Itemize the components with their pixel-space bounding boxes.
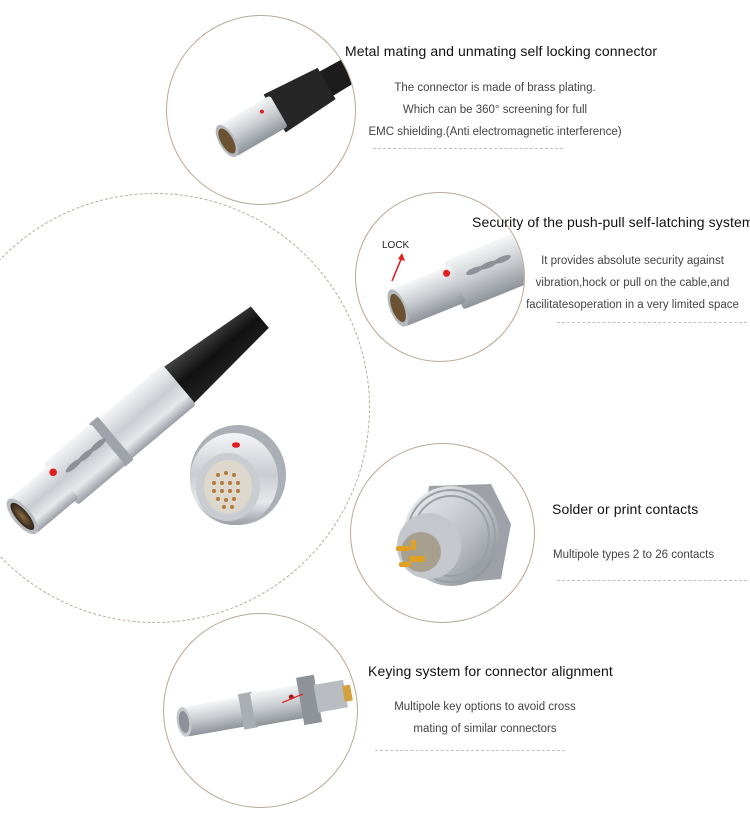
feature-1-divider [373,148,563,149]
feature-2-image-circle: LOCK [355,192,525,362]
feature-3-description: Multipole types 2 to 26 contacts [553,544,714,566]
feature-2-desc-line-2: vibration,hock or pull on the cable,and [535,277,730,289]
cable-plug-icon [215,30,355,158]
push-pull-plug-icon [387,221,524,327]
feature-2-title: Security of the push-pull self-latching … [472,214,750,230]
feature-2-desc-line-3: facilitatesoperation in a very limited s… [526,299,739,311]
lock-label: LOCK [382,240,410,251]
mated-connector-icon [176,674,353,737]
feature-3-desc-line-1: Multipole types 2 to 26 contacts [553,549,715,561]
feature-1-desc-line-3: EMC shielding.(Anti electromagnetic inte… [368,126,622,138]
feature-4-divider [375,750,565,751]
feature-2-divider [557,322,747,323]
plug-and-receptacle-icon [6,306,286,535]
feature-1-desc-line-2: Which can be 360° screening for full [402,104,588,116]
feature-3-title: Solder or print contacts [552,501,699,517]
feature-1-description: The connector is made of brass plating. … [350,77,640,143]
feature-4-desc-line-1: Multipole key options to avoid cross [394,701,576,713]
feature-4-description: Multipole key options to avoid cross mat… [365,696,605,740]
feature-1-image-circle [166,15,356,205]
panel-socket-icon [396,484,511,586]
feature-1-title: Metal mating and unmating self locking c… [345,43,658,59]
feature-2-desc-line-1: It provides absolute security against [541,255,724,267]
feature-4-title: Keying system for connector alignment [368,663,613,679]
lock-arrow-icon [391,253,405,282]
feature-1-desc-line-1: The connector is made of brass plating. [394,82,596,94]
feature-4-desc-line-2: mating of similar connectors [413,723,557,735]
feature-3-image-circle [350,443,535,623]
feature-4-image-circle [163,613,358,808]
hero-connector-image [0,260,340,590]
feature-2-description: It provides absolute security against vi… [510,250,750,316]
feature-3-divider [557,580,747,581]
